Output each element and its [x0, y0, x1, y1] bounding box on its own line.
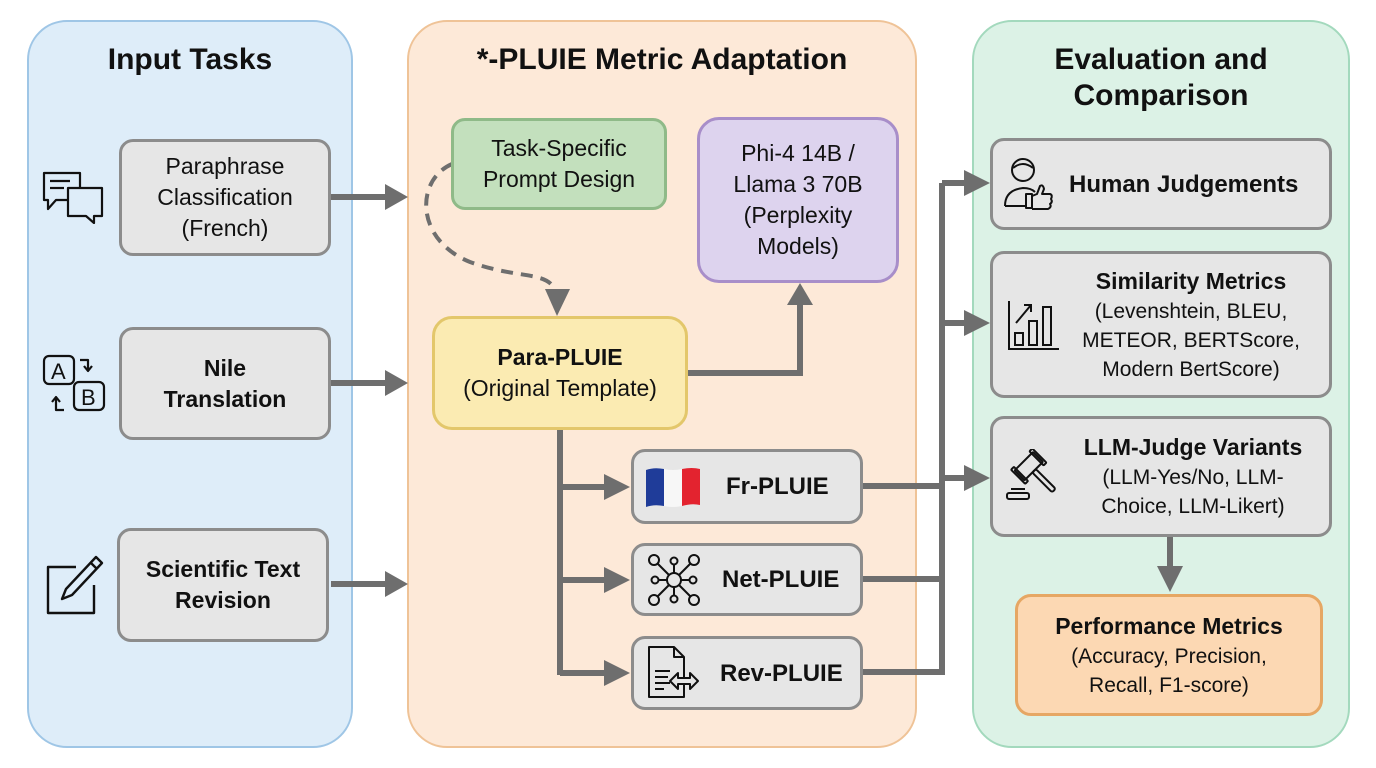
similarity-title: Similarity Metrics — [1095, 267, 1287, 294]
task-nile-translation: Nile Translation — [119, 327, 331, 440]
para-pluie-template-box: Para-PLUIE (Original Template) — [432, 316, 688, 430]
task-label-line: Paraphrase — [165, 153, 285, 179]
similarity-metrics-box: Similarity Metrics (Levenshtein, BLEU, M… — [990, 251, 1332, 398]
bar-chart-icon — [1007, 299, 1059, 351]
person-thumbs-up-icon — [1003, 156, 1055, 212]
prompt-design-line: Prompt Design — [482, 166, 636, 192]
france-flag-icon — [644, 466, 702, 508]
arrowhead — [385, 370, 408, 396]
gavel-icon — [1005, 447, 1063, 505]
variant-label: Net-PLUIE — [722, 566, 840, 593]
perplexity-models-box: Phi-4 14B / Llama 3 70B (Perplexity Mode… — [697, 117, 899, 283]
models-line: Llama 3 70B — [733, 171, 863, 197]
document-revision-icon — [646, 645, 700, 701]
task-label-line: Classification — [157, 184, 293, 210]
human-judgements-box: Human Judgements — [990, 138, 1332, 230]
llm-judge-box: LLM-Judge Variants (LLM-Yes/No, LLM- Cho… — [990, 416, 1332, 537]
task-label-line: (French) — [181, 215, 269, 241]
prompt-design-line: Task-Specific — [491, 135, 627, 161]
llm-judge-line: (LLM-Yes/No, LLM- — [1102, 466, 1284, 489]
metric-adaptation-title: *-PLUIE Metric Adaptation — [476, 43, 848, 76]
performance-metrics-box: Performance Metrics (Accuracy, Precision… — [1015, 594, 1323, 716]
evaluation-title-line2: Comparison — [1073, 79, 1249, 112]
network-icon — [646, 552, 702, 608]
similarity-line: METEOR, BERTScore, — [1082, 328, 1300, 352]
task-label-line: Translation — [163, 385, 287, 412]
evaluation-title-line1: Evaluation and — [1054, 43, 1268, 76]
arrowhead — [385, 184, 408, 210]
similarity-line: Modern BertScore) — [1102, 357, 1280, 381]
svg-text:A: A — [51, 359, 66, 384]
evaluation-title: Evaluation and Comparison — [974, 42, 1348, 114]
variant-net-pluie: Net-PLUIE — [631, 543, 863, 616]
translate-icon: A B — [42, 354, 106, 416]
models-line: Phi-4 14B / — [741, 140, 855, 166]
chat-bubbles-icon — [42, 170, 106, 225]
models-line: (Perplexity — [743, 202, 853, 228]
task-scientific-text-revision: Scientific Text Revision — [117, 528, 329, 642]
variant-fr-pluie: Fr-PLUIE — [631, 449, 863, 524]
performance-line: (Accuracy, Precision, — [1071, 644, 1267, 668]
prompt-design-box: Task-Specific Prompt Design — [451, 118, 667, 210]
task-label-line: Scientific Text — [145, 556, 301, 582]
variant-rev-pluie: Rev-PLUIE — [631, 636, 863, 710]
similarity-line: (Levenshtein, BLEU, — [1094, 299, 1288, 323]
variant-label: Rev-PLUIE — [720, 659, 843, 687]
arrowhead — [385, 571, 408, 597]
variant-label: Fr-PLUIE — [726, 473, 829, 500]
task-label-line: Nile — [203, 354, 247, 381]
input-tasks-title: Input Tasks — [107, 43, 273, 76]
svg-text:B: B — [81, 385, 96, 410]
performance-title: Performance Metrics — [1055, 612, 1283, 639]
performance-line: Recall, F1-score) — [1089, 673, 1249, 697]
template-subtitle: (Original Template) — [463, 375, 657, 401]
template-title: Para-PLUIE — [497, 344, 623, 370]
task-paraphrase-classification: Paraphrase Classification (French) — [119, 139, 331, 256]
task-label-line: Revision — [175, 587, 271, 613]
human-judgements-label: Human Judgements — [1069, 170, 1299, 198]
llm-judge-line: Choice, LLM-Likert) — [1101, 495, 1285, 518]
models-line: Models) — [757, 233, 839, 259]
llm-judge-title: LLM-Judge Variants — [1083, 434, 1303, 460]
edit-document-icon — [46, 555, 104, 615]
